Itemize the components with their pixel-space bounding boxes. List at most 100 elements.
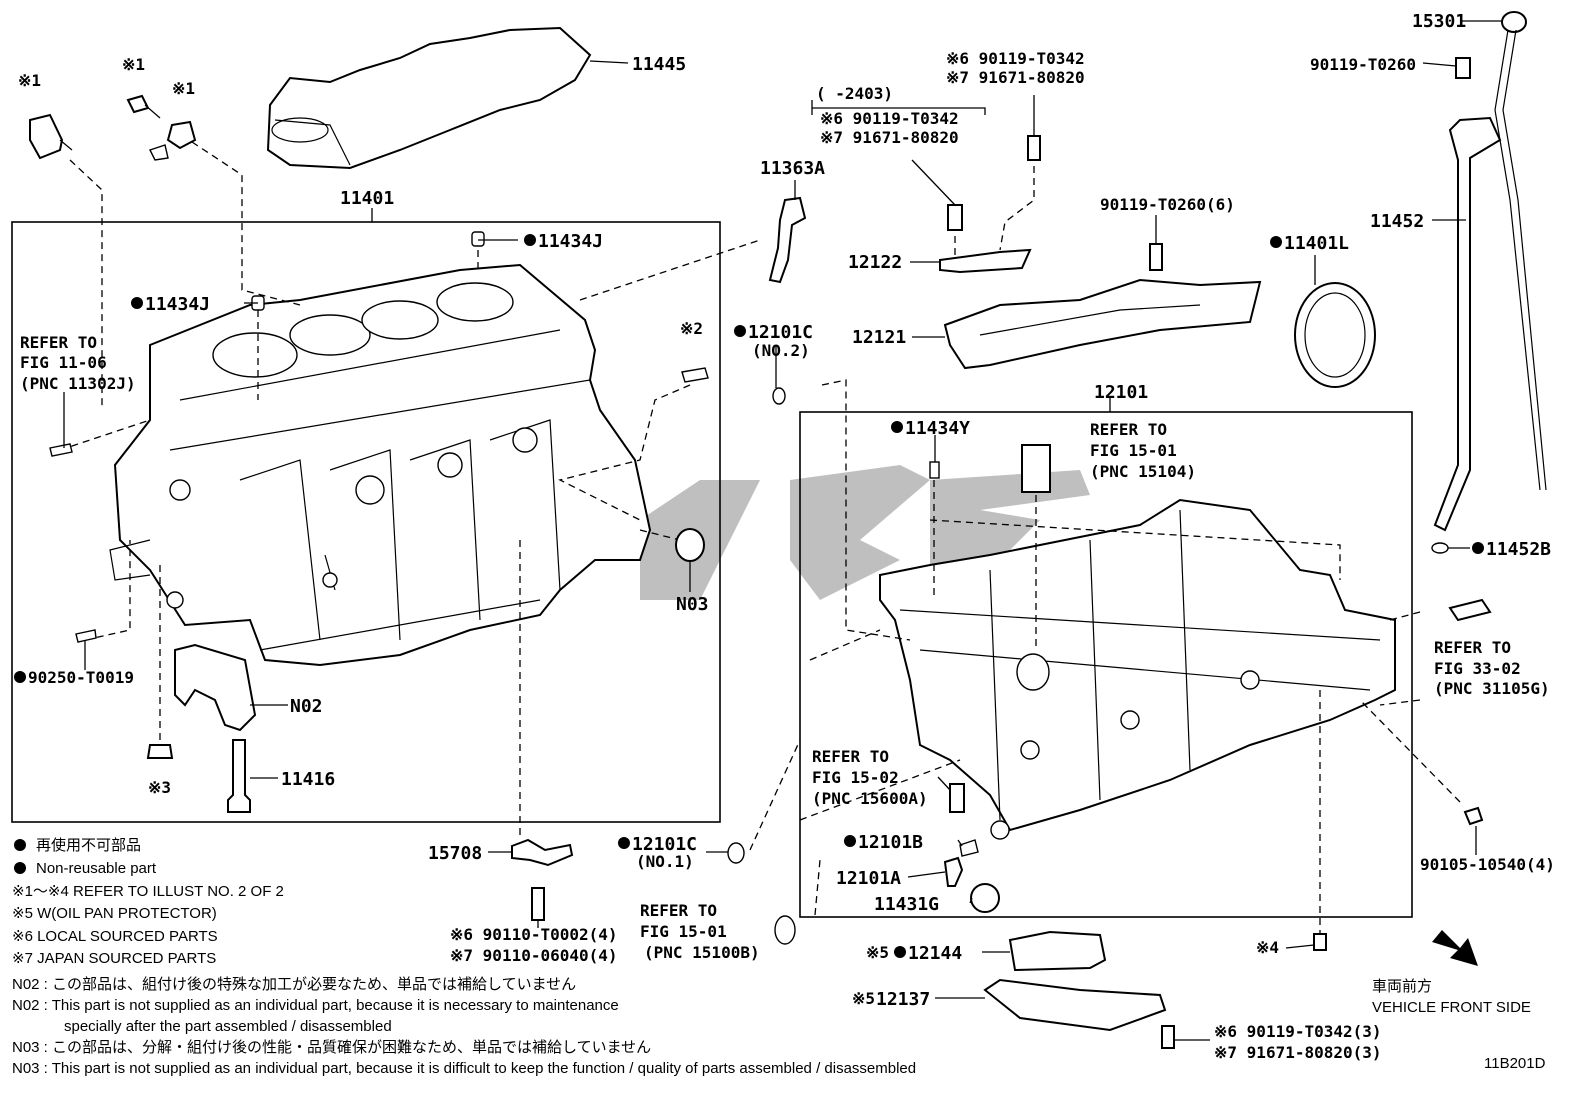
bolt-90110 — [531, 887, 545, 921]
mark-5-a: ※5 — [866, 943, 889, 962]
label-11452: 11452 — [1370, 211, 1424, 232]
refer-fig-15-01-b: REFER TO FIG 15-01 (PNC 15100B) — [640, 901, 760, 962]
cylinder-block-frame — [11, 221, 721, 823]
label-90250-t0019: 90250-T0019 — [28, 668, 134, 687]
label-12101c-top: 12101C — [748, 322, 813, 343]
bolt-11416 — [227, 739, 251, 813]
svg-text:(PNC 15100B): (PNC 15100B) — [644, 943, 760, 962]
label-15708: 15708 — [428, 843, 482, 864]
bottom-bolt-line-1: ※6 90110-T0002(4) — [450, 925, 618, 944]
bolt-12101a — [943, 856, 964, 887]
bottom-bolt-line-2: ※7 90110-06040(4) — [450, 946, 618, 965]
label-11416: 11416 — [281, 769, 335, 790]
non-reusable-dot — [14, 671, 26, 683]
oring-12101c-top — [772, 387, 786, 405]
bracket-range: ( -2403) — [816, 84, 893, 103]
refer-fig-33-02: REFER TO FIG 33-02 (PNC 31105G) — [1434, 638, 1550, 698]
mark-3: ※3 — [148, 778, 171, 797]
bolt-91671-3 — [1161, 1025, 1175, 1049]
sensor-top-left — [29, 113, 73, 160]
svg-text:(PNC 11302J): (PNC 11302J) — [20, 374, 136, 393]
label-n02: N02 — [290, 696, 323, 717]
bolt-90119-t0260-6 — [1149, 243, 1163, 271]
oil-pan-drawing — [879, 498, 1396, 840]
dipstick-drawing — [1431, 11, 1547, 554]
label-12137: 12137 — [876, 989, 930, 1010]
protector-12137 — [983, 978, 1167, 1032]
svg-text:N02 : This part is not supplie: N02 : This part is not supplied as an in… — [12, 997, 619, 1014]
refer-fig-15-02: REFER TO FIG 15-02 (PNC 15600A) — [812, 747, 928, 808]
cap-n02 — [174, 643, 257, 732]
plate-12122 — [939, 248, 1032, 274]
vehicle-front-jp: 車両前方 — [1372, 978, 1432, 995]
label-n03: N03 — [676, 594, 709, 615]
refer-fig-15-01-a: REFER TO FIG 15-01 (PNC 15104) — [1090, 420, 1196, 481]
label-12144: 12144 — [908, 943, 962, 964]
refer-fig-11-06: REFER TO FIG 11-06 (PNC 11302J) — [20, 333, 136, 393]
pin-11434j-a — [471, 231, 485, 247]
top-right-line-2: ※7 91671-80820 — [946, 68, 1085, 87]
non-reusable-dot — [891, 421, 903, 433]
cylinder-block-drawing — [109, 263, 652, 667]
svg-text:FIG 11-06: FIG 11-06 — [20, 353, 107, 372]
label-12101a: 12101A — [836, 868, 901, 889]
mark-1-b: ※1 — [122, 55, 145, 74]
svg-text:FIG 15-01: FIG 15-01 — [1090, 441, 1177, 460]
legend: 再使用不可部品 Non-reusable part ※1～※4 REFER TO… — [12, 837, 284, 967]
label-11363a: 11363A — [760, 158, 825, 179]
svg-text:REFER TO: REFER TO — [20, 333, 97, 352]
label-11434j-b: 11434J — [145, 294, 210, 315]
label-12121: 12121 — [852, 327, 906, 348]
svg-text:N03 : この部品は、分解・組付け後の性能・品質確保が困難: N03 : この部品は、分解・組付け後の性能・品質確保が困難なため、単品では補給… — [12, 1038, 651, 1056]
svg-text:(PNC 15600A): (PNC 15600A) — [812, 789, 928, 808]
label-11431g: 11431G — [874, 894, 939, 915]
strainer-15104 — [1021, 444, 1051, 493]
svg-text:REFER TO: REFER TO — [812, 747, 889, 766]
svg-text:※6 LOCAL SOURCED PARTS: ※6 LOCAL SOURCED PARTS — [12, 928, 218, 945]
bottom-right-line-2: ※7 91671-80820(3) — [1214, 1043, 1382, 1062]
nut-mark3 — [146, 744, 174, 759]
svg-text:再使用不可部品: 再使用不可部品 — [36, 837, 141, 854]
plug-n03 — [675, 528, 705, 562]
label-11434y: 11434Y — [905, 418, 970, 439]
oring-15100b — [774, 915, 796, 945]
bolt-90105 — [1463, 806, 1484, 826]
label-90119-t0260-6: 90119-T0260(6) — [1100, 195, 1235, 214]
non-reusable-dot — [1472, 542, 1484, 554]
mark-1-c: ※1 — [172, 79, 195, 98]
bracket-line-1: ※6 90119-T0342 — [820, 109, 959, 128]
label-11401: 11401 — [340, 188, 394, 209]
bolt-top-left — [126, 94, 197, 161]
non-reusable-dot — [618, 837, 630, 849]
svg-text:FIG 15-02: FIG 15-02 — [812, 768, 899, 787]
gasket-11445-drawing — [266, 26, 592, 170]
label-12101c-top-sub: (NO.2) — [752, 341, 810, 360]
svg-text:FIG 33-02: FIG 33-02 — [1434, 659, 1521, 678]
label-11401l: 11401L — [1284, 233, 1349, 254]
bolt-31105g — [1448, 598, 1492, 622]
pin-left — [49, 443, 73, 457]
vehicle-front-en: VEHICLE FRONT SIDE — [1372, 999, 1531, 1016]
label-11452b: 11452B — [1486, 539, 1551, 560]
bracket-line-2: ※7 91671-80820 — [820, 128, 959, 147]
label-12101: 12101 — [1094, 382, 1148, 403]
mark-4: ※4 — [1256, 938, 1279, 957]
tube-15708 — [511, 838, 574, 867]
svg-text:Non-reusable part: Non-reusable part — [36, 860, 157, 877]
bolt-mark4 — [1313, 933, 1327, 951]
label-11434j-a: 11434J — [538, 231, 603, 252]
svg-text:(PNC 31105G): (PNC 31105G) — [1434, 679, 1550, 698]
svg-text:REFER TO: REFER TO — [640, 901, 717, 920]
non-reusable-dot — [524, 234, 536, 246]
svg-text:REFER TO: REFER TO — [1090, 420, 1167, 439]
non-reusable-dot — [844, 835, 856, 847]
baffle-12121 — [943, 278, 1262, 370]
bolt-right-top — [1027, 135, 1041, 161]
mark-5-b: ※5 — [852, 989, 875, 1008]
label-90119-t0260-top: 90119-T0260 — [1310, 55, 1416, 74]
label-15301: 15301 — [1412, 11, 1466, 32]
bolt-12122 — [947, 204, 963, 231]
vehicle-front-arrow — [1432, 930, 1478, 966]
pin-11434y — [929, 461, 940, 479]
